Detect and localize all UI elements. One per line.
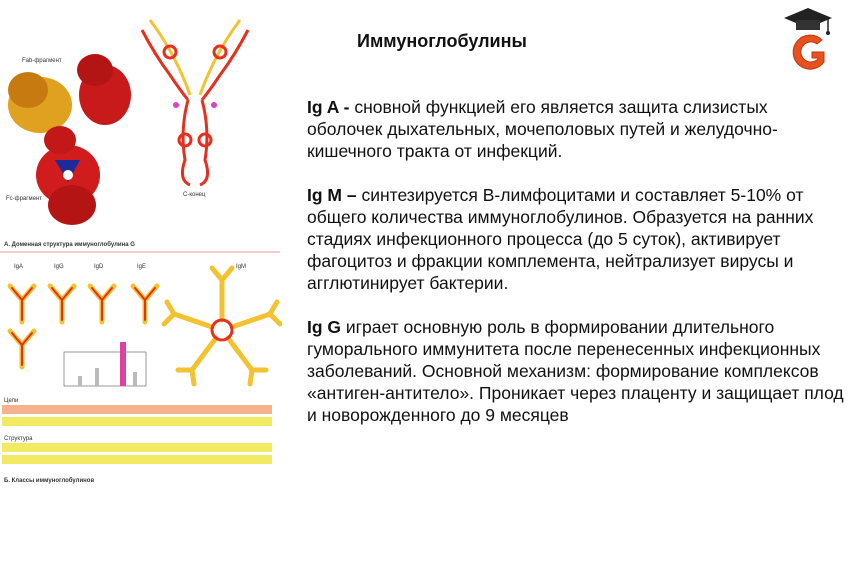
class-label-igg: IgG bbox=[54, 264, 64, 270]
term-igg: Ig G bbox=[307, 317, 346, 337]
fc-label: Fc-фрагмент bbox=[6, 196, 42, 202]
class-shapes bbox=[7, 265, 282, 387]
page-title: Иммуноглобулины bbox=[357, 31, 527, 51]
antibody-3d-model bbox=[8, 54, 131, 225]
domain-schematic bbox=[140, 19, 250, 187]
table-header-2: Структура bbox=[4, 436, 33, 442]
graduation-logo-icon: G bbox=[784, 8, 832, 73]
caption-b: Б. Классы иммуноглобулинов bbox=[4, 477, 94, 484]
text-igm: синтезируется В-лимфоцитами и составляет… bbox=[307, 185, 814, 293]
paragraph-igm: Ig M – синтезируется В-лимфоцитами и сос… bbox=[307, 184, 847, 294]
text-iga: сновной функцией его является защита сли… bbox=[307, 97, 778, 161]
caption-a: А. Доменная структура иммуноглобулина G bbox=[4, 241, 135, 248]
fab-label: Fab-фрагмент bbox=[22, 58, 62, 64]
immunoglobulin-descriptions: Ig A - сновной функцией его является защ… bbox=[307, 96, 847, 448]
svg-text:G: G bbox=[808, 71, 809, 73]
class-label-iga: IgA bbox=[14, 264, 23, 270]
immunoglobulin-figure: Fab-фрагмент Fc-фрагмент С-конец А. Доме… bbox=[0, 19, 282, 484]
term-iga: Ig A - bbox=[307, 97, 355, 117]
text-igg: играет основную роль в формировании длит… bbox=[307, 317, 844, 425]
class-label-ige: IgE bbox=[137, 264, 146, 270]
c-terminus-label: С-конец bbox=[183, 192, 206, 198]
table-header: Цепи bbox=[4, 398, 18, 404]
paragraph-iga: Ig A - сновной функцией его является защ… bbox=[307, 96, 847, 162]
class-label-igd: IgD bbox=[94, 264, 104, 270]
class-label-igm: IgM bbox=[236, 264, 246, 270]
term-igm: Ig M – bbox=[307, 185, 362, 205]
paragraph-igg: Ig G играет основную роль в формировании… bbox=[307, 316, 847, 426]
